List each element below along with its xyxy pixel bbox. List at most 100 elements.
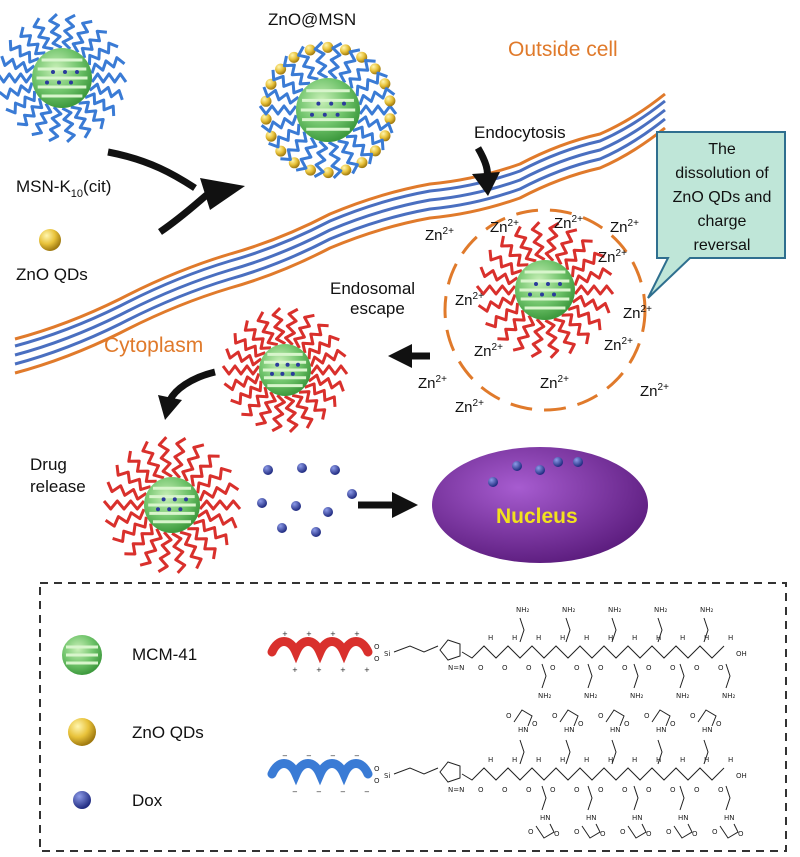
polymer-chain [488, 249, 523, 276]
zno-qd [384, 113, 396, 125]
chem-atom: O [374, 643, 380, 651]
chem-atom: NH₂ [562, 606, 576, 614]
polymer-chain [70, 105, 92, 139]
chem-atom: O [622, 786, 628, 794]
polymer-chain [307, 373, 345, 392]
polymer-chain [88, 82, 124, 101]
chem-atom: O [718, 786, 724, 794]
chem-atom: O [598, 786, 604, 794]
endosome-boundary [443, 208, 647, 412]
dox-loaded [558, 282, 562, 286]
dox-loaded [57, 80, 61, 85]
chem-atom: HN [678, 814, 689, 822]
chem-atom: O [502, 664, 508, 672]
polymer-chain [198, 499, 242, 511]
zno-msn-particle [258, 41, 398, 179]
polymer-chain [561, 313, 590, 345]
polymer-chain [355, 71, 388, 97]
chem-atom: O [718, 664, 724, 672]
polymer-chain [115, 464, 152, 492]
dox-in-nucleus [535, 465, 545, 475]
charge-sign: − [330, 752, 336, 760]
legend-mcm41-label: MCM-41 [132, 645, 197, 664]
charge-sign: + [292, 666, 298, 674]
polymer-chain [48, 13, 63, 50]
dox-loaded [534, 282, 538, 286]
chem-atom: H [584, 756, 589, 764]
chem-atom: O [598, 664, 604, 672]
polymer-chain [221, 364, 261, 376]
polymer-chain [485, 302, 520, 329]
chem-atom: HN [540, 814, 551, 822]
zn-ion: Zn2+ [540, 374, 569, 392]
chem-atom: H [512, 756, 517, 764]
chem-atom: O [670, 786, 676, 794]
polymer-chain [345, 134, 374, 165]
dox-loaded [75, 70, 79, 74]
polymer-chain [84, 92, 116, 117]
chem-atom: O [528, 828, 534, 836]
chem-atom: O [574, 786, 580, 794]
chem-atom: NH₂ [538, 692, 552, 700]
zno-qd [305, 164, 316, 176]
polymer-chain [291, 393, 314, 429]
polymer-chain [141, 440, 165, 480]
polymer-chain [0, 55, 36, 74]
polymer-chain [512, 314, 535, 352]
polymer-chain [0, 82, 34, 100]
chem-atom: O [374, 655, 380, 663]
polymer-chain [271, 69, 304, 95]
polymer-chain [171, 437, 187, 479]
zno-qd [265, 130, 277, 142]
dox-loaded [546, 282, 550, 286]
polymer-chain [573, 267, 613, 286]
polymer-chain [280, 131, 308, 161]
dox-loaded [290, 371, 295, 376]
chem-atom: O [506, 712, 512, 720]
legend-zno-label: ZnO QDs [132, 723, 204, 742]
chem-atom: H [680, 756, 685, 764]
polymer-chain [570, 251, 605, 278]
polymer-chain [192, 518, 229, 546]
chem-atom: HN [610, 726, 621, 734]
charge-sign: + [364, 666, 370, 674]
endosome-particle [475, 221, 615, 359]
label-zno-msn: ZnO@MSN [268, 10, 356, 29]
chem-atom: H [608, 756, 613, 764]
membrane-line [14, 92, 666, 341]
zno-qd [260, 113, 272, 125]
chem-atom: H [512, 634, 517, 642]
polymer-chain [338, 48, 361, 84]
dox-molecule [291, 501, 301, 511]
polymer-chain [544, 222, 560, 262]
zno-qd [379, 78, 391, 90]
polymer-chain [127, 450, 157, 483]
nucleus-dox-dots [488, 457, 583, 487]
dox-in-nucleus [573, 457, 583, 467]
nucleus-arrow-head [392, 492, 418, 518]
dox-loaded [335, 112, 340, 117]
zn-ion: Zn2+ [455, 398, 484, 416]
zno-qd [260, 95, 272, 107]
polymer-chain [230, 380, 263, 406]
zn-ion: Zn2+ [418, 374, 447, 392]
dox-loaded [63, 70, 67, 74]
dox-loaded [172, 497, 177, 502]
polymer-chain [198, 482, 240, 502]
zn-ion: Zn2+ [598, 248, 627, 266]
polymer-chain [327, 41, 343, 80]
polymer-chain [16, 97, 44, 127]
dox-molecule [323, 507, 333, 517]
chem-atom: OH [736, 650, 747, 658]
polymer-chain [190, 454, 220, 487]
polymer-chain [271, 307, 287, 346]
zno-qd [356, 157, 368, 169]
dox-loaded [296, 362, 300, 367]
dox-loaded [316, 101, 321, 106]
polymer-chain [553, 317, 576, 355]
polymer-chain [356, 115, 394, 134]
polymer-chain [573, 284, 615, 296]
dox-loaded [178, 507, 183, 512]
dox-in-nucleus [553, 457, 563, 467]
chem-atom: H [608, 634, 613, 642]
